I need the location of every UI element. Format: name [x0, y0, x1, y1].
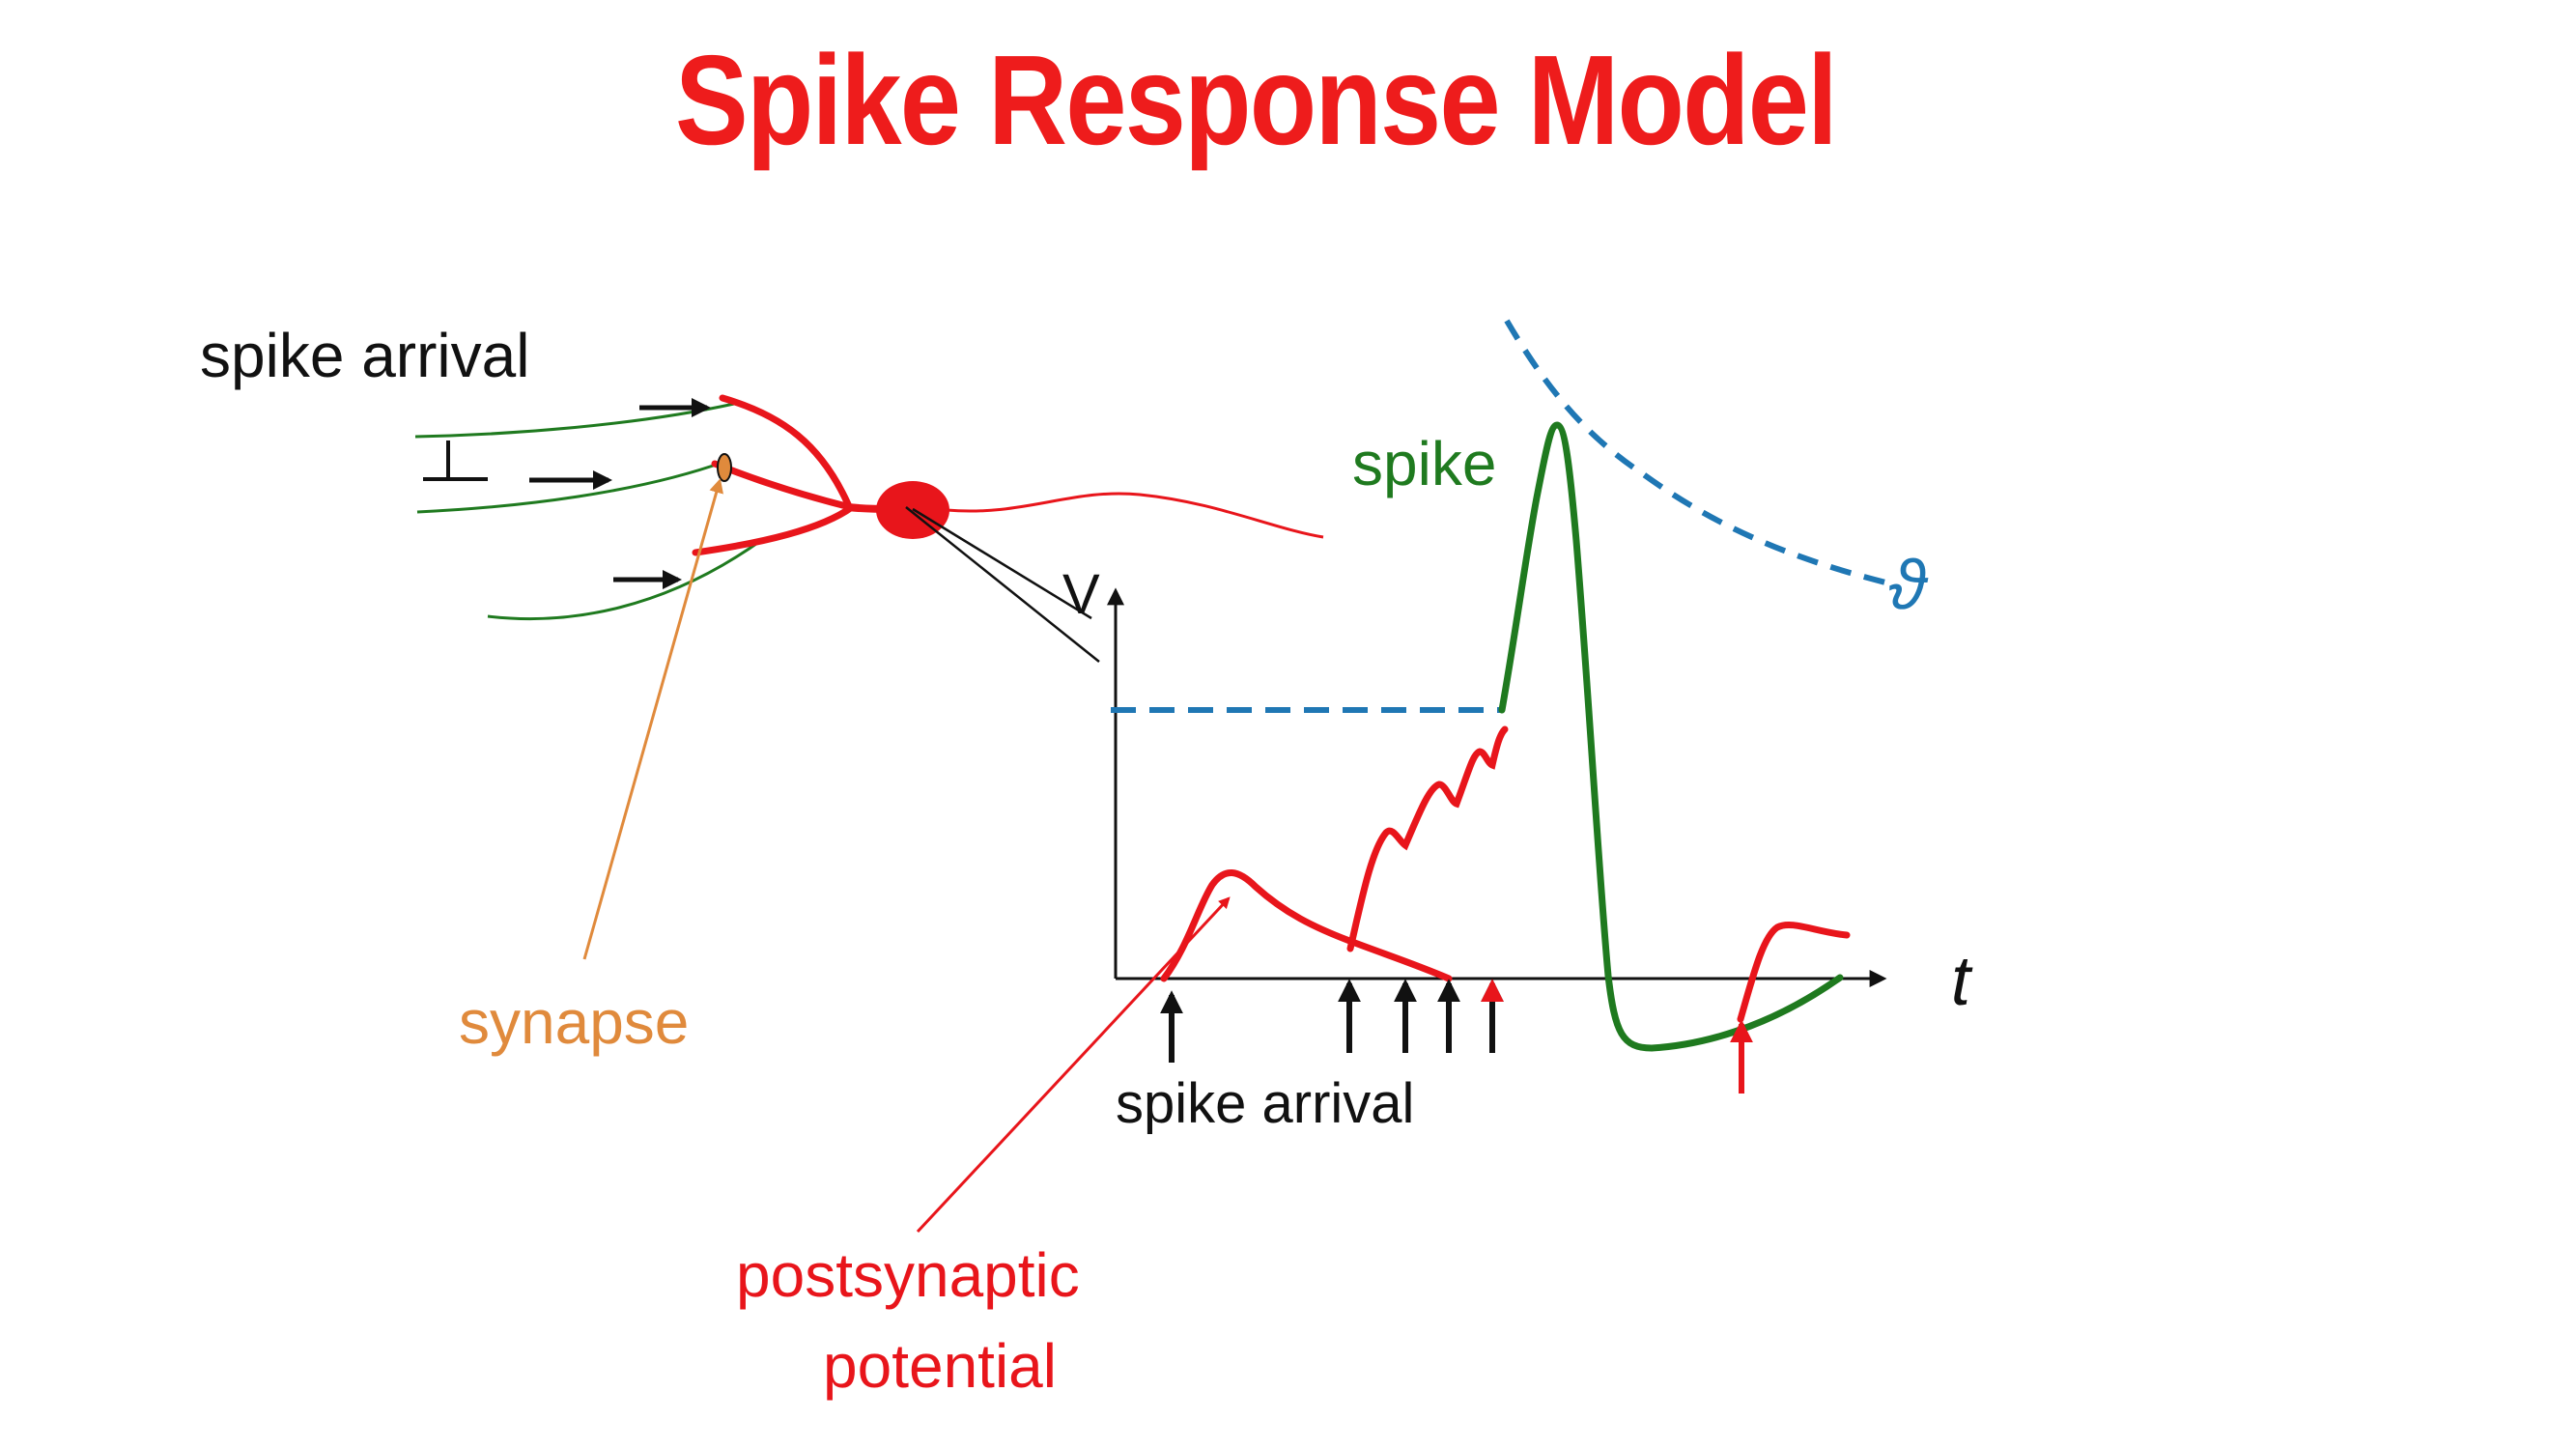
psp-label-line2: potential — [823, 1331, 1057, 1401]
dendrite-3 — [692, 503, 856, 556]
page-title: Spike Response Model — [674, 29, 1838, 171]
voltage-plot — [916, 319, 1894, 1234]
spike-curve — [1498, 421, 1844, 1052]
electrode-icon — [423, 440, 488, 481]
dendrite-1 — [719, 394, 852, 508]
theta-label: ϑ — [1888, 547, 1929, 624]
psp-curve-after-spike — [1737, 921, 1851, 1023]
axon — [946, 492, 1324, 539]
spike-arrival-label-bottom: spike arrival — [1116, 1072, 1414, 1135]
psp-curve-1 — [1160, 869, 1453, 982]
psp-label-line1: postsynaptic — [736, 1240, 1080, 1310]
recording-line-1 — [905, 506, 1100, 663]
recording-line-2 — [912, 507, 1092, 620]
v-axis-label: V — [1062, 563, 1100, 626]
presynaptic-axon-2 — [416, 460, 725, 514]
spike-label: spike — [1352, 429, 1496, 498]
psp-pointer — [916, 896, 1231, 1234]
synapse-pointer — [582, 478, 723, 960]
dynamic-threshold-curve — [1504, 319, 1894, 587]
synapse-label: synapse — [459, 987, 689, 1057]
synapse-marker — [717, 453, 732, 482]
spike-arrival-label-top: spike arrival — [200, 321, 529, 390]
neuron-illustration — [414, 394, 1324, 960]
presynaptic-axon-3 — [487, 537, 764, 621]
t-axis-label: t — [1951, 943, 1973, 1020]
psp-summation-curve — [1346, 725, 1509, 952]
